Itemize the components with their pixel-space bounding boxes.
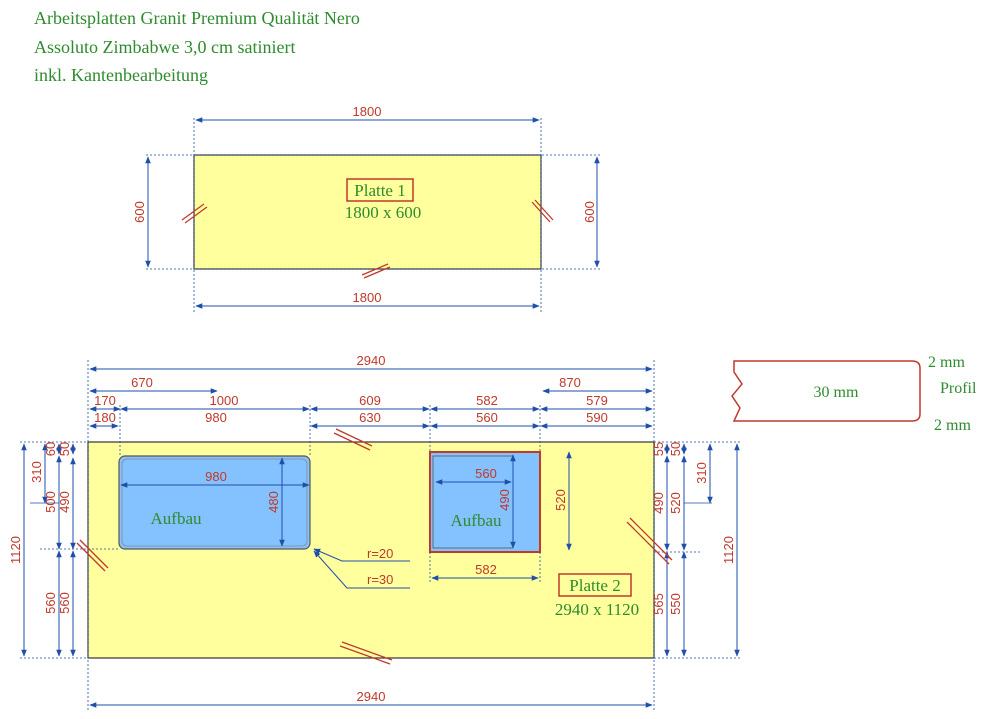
plate-2-dim-right-550: 550: [668, 593, 683, 615]
plate-2: 2940 670 870 170 1000 609 582 579 180 98…: [8, 353, 740, 712]
plate-2-dim-590: 590: [586, 410, 608, 425]
plate-2-dim-right-520: 520: [668, 492, 683, 514]
plate-2-dim-right-490: 490: [651, 492, 666, 514]
plate-2-dim-top-total: 2940: [357, 353, 386, 368]
plate-1-dim-bottom: 1800: [353, 290, 382, 305]
edge-marker-icon: [181, 199, 554, 279]
plate-2-dim-630: 630: [359, 410, 381, 425]
cutout-2: [429, 451, 541, 553]
plate-2-size: 2940 x 1120: [555, 600, 639, 619]
cutout-2-outer-height: 520: [553, 489, 568, 511]
plate-2-dim-right-50: 50: [668, 442, 683, 456]
plate-1: 1800 1800 600 600 Platte 1 1800 x 600: [132, 104, 600, 312]
plate-2-dim-582: 582: [476, 393, 498, 408]
cutout-1-height: 480: [266, 491, 281, 513]
profile-shape: [731, 360, 921, 422]
plate-1-size: 1800 x 600: [345, 203, 422, 222]
plate-2-dim-left-1120: 1120: [8, 536, 23, 564]
plate-2-dim-180: 180: [94, 410, 116, 425]
cutout-2-height: 490: [497, 489, 512, 511]
plate-1-name: Platte 1: [354, 181, 405, 200]
plate-2-dim-left-490: 490: [57, 491, 72, 513]
plate-1-dim-top: 1800: [353, 104, 382, 119]
plate-2-dim-579: 579: [586, 393, 608, 408]
cutout-1: [118, 455, 311, 550]
plate-2-dim-left-310: 310: [29, 461, 44, 483]
title-line-3: inkl. Kantenbearbeitung: [34, 65, 208, 85]
plate-1-slab: [193, 154, 542, 270]
plate-2-dim-670: 670: [131, 375, 153, 390]
plate-2-dim-right-310: 310: [694, 462, 709, 484]
radius-label-20: r=20: [367, 546, 393, 561]
plate-2-dim-980: 980: [205, 410, 227, 425]
title-line-2: Assoluto Zimbabwe 3,0 cm satiniert: [34, 37, 296, 57]
plate-2-dim-560: 560: [476, 410, 498, 425]
cutout-2-label: Aufbau: [451, 511, 502, 530]
profile-thickness: 30 mm: [814, 384, 859, 401]
radius-label-30: r=30: [367, 572, 393, 587]
profile-bottom-radius: 2 mm: [934, 417, 971, 434]
plate-1-dim-right: 600: [582, 201, 597, 223]
title-line-1: Arbeitsplatten Granit Premium Qualität N…: [34, 8, 360, 28]
plate-2-dim-1000: 1000: [210, 393, 239, 408]
plate-2-name-box: [558, 573, 632, 597]
edge-marker-icon: [76, 428, 673, 665]
plate-2-dim-870: 870: [559, 375, 581, 390]
edge-profile: 30 mm 2 mm Profil 2 mm: [731, 354, 977, 434]
cutout-1-label: Aufbau: [151, 509, 202, 528]
plate-2-dim-right-565: 565: [651, 593, 666, 615]
plate-1-name-box: [346, 178, 414, 202]
plate-2-dim-left-560a: 560: [43, 592, 58, 614]
profile-label: Profil: [940, 380, 977, 397]
plate-2-dim-170: 170: [94, 393, 116, 408]
plate-2-dim-left-60: 60: [43, 442, 58, 456]
plate-2-dim-left-500: 500: [43, 491, 58, 513]
profile-top-radius: 2 mm: [928, 354, 965, 371]
plate-2-dim-bottom-total: 2940: [357, 689, 386, 704]
plate-2-dim-left-560b: 560: [57, 592, 72, 614]
cutout-2-width: 560: [475, 466, 497, 481]
plate-2-dim-609: 609: [359, 393, 381, 408]
cutout-2-outer-width: 582: [475, 562, 497, 577]
cutout-1-width: 980: [205, 469, 227, 484]
plate-2-dim-left-50: 50: [57, 442, 72, 456]
plate-2-dim-right-55: 55: [651, 442, 666, 456]
plate-2-name: Platte 2: [569, 576, 620, 595]
plate-1-dim-left: 600: [132, 201, 147, 223]
plate-2-dim-right-1120: 1120: [721, 536, 736, 564]
